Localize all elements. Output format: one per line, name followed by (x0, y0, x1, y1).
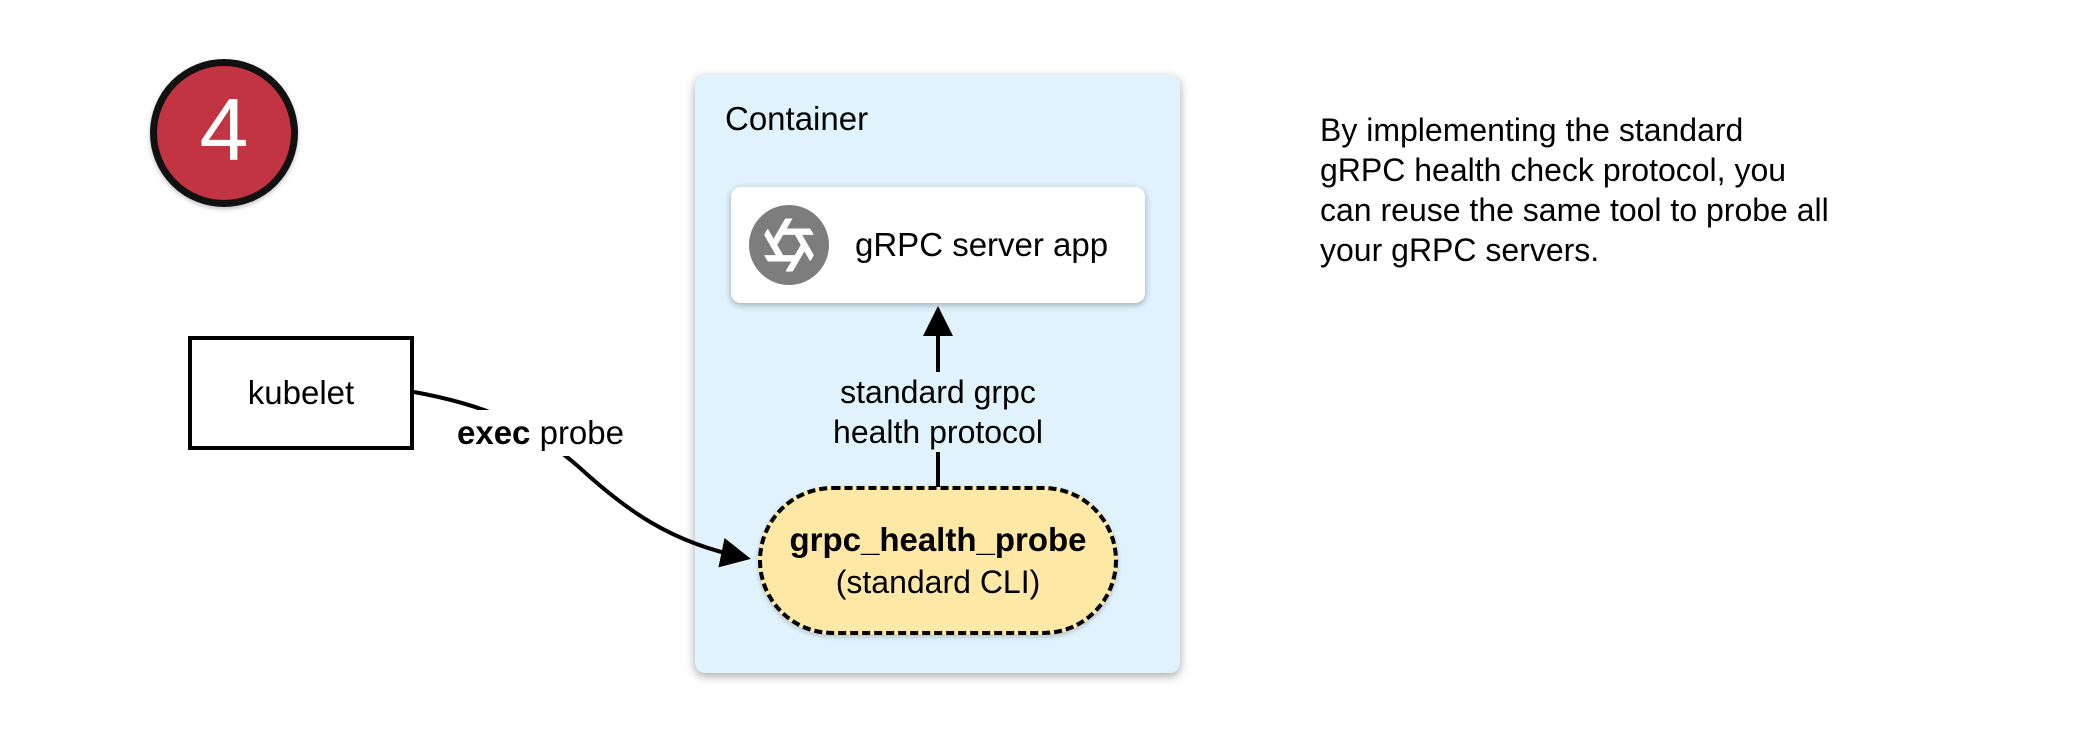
exec-probe-label-rest: probe (530, 414, 624, 451)
kubelet-label: kubelet (247, 374, 355, 411)
server-app-label: gRPC server app (855, 226, 1109, 263)
step-badge: 4 (150, 59, 298, 207)
protocol-label-line1: standard grpc (840, 374, 1036, 410)
grpc-health-probe-box: grpc_health_probe (standard CLI) (758, 486, 1118, 635)
probe-name: grpc_health_probe (789, 520, 1087, 558)
aperture-icon (749, 205, 829, 285)
exec-probe-label-bold: exec (457, 414, 531, 451)
exec-probe-label: exec probe (449, 410, 632, 456)
note-line: gRPC health check protocol, you (1320, 152, 1787, 188)
probe-subtitle: (standard CLI) (835, 563, 1041, 600)
note-text: By implementing the standard gRPC health… (1320, 110, 1829, 270)
protocol-label-line2: health protocol (833, 414, 1043, 450)
kubelet-box: kubelet (188, 336, 414, 450)
note-line: By implementing the standard (1320, 112, 1744, 148)
protocol-arrow-label: standard grpc health protocol (827, 372, 1049, 452)
note-line: your gRPC servers. (1320, 232, 1600, 268)
container-title: Container (725, 100, 869, 137)
container-box: Container gRPC server app grpc_heal (695, 75, 1180, 673)
note-line: can reuse the same tool to probe all (1320, 192, 1829, 228)
step-number: 4 (199, 80, 249, 179)
grpc-server-app-box: gRPC server app (731, 187, 1145, 303)
